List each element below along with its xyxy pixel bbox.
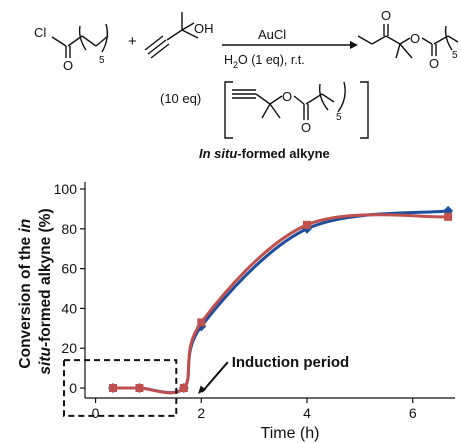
x-tick-label: 6 xyxy=(409,405,417,421)
data-point xyxy=(179,384,188,393)
y-tick-label: 0 xyxy=(69,380,77,396)
intermediate-brackets xyxy=(224,81,369,139)
product-structure xyxy=(357,24,459,59)
equivalents-label: (10 eq) xyxy=(160,91,201,106)
y-tick-label: 40 xyxy=(61,300,77,316)
intermediate-ester-o-atom: O xyxy=(282,89,292,104)
y-tick-label: 100 xyxy=(54,181,78,197)
acid-chloride-structure xyxy=(51,23,109,58)
acid-chloride-cl-atom: Cl xyxy=(34,25,46,40)
alkynol-structure xyxy=(144,12,199,59)
induction-period-label: Induction period xyxy=(232,354,350,371)
intermediate-structure xyxy=(232,81,346,120)
x-tick-label: 2 xyxy=(197,405,205,421)
product-carbonyl-o-atom: O xyxy=(429,56,439,71)
alkynol-oh-group: OH xyxy=(194,21,214,36)
data-point xyxy=(443,205,454,216)
acid-chloride-o-atom: O xyxy=(63,58,73,73)
induction-box xyxy=(63,359,178,417)
data-series-2 xyxy=(109,212,453,395)
y-axis-label-line2: situ-formed alkyne (%) xyxy=(37,208,54,374)
chart-ticks: 0 20 40 60 80 100 0 2 4 6 xyxy=(54,181,417,421)
chart-series xyxy=(108,205,454,395)
product-ester-o-atom: O xyxy=(410,31,420,46)
plus-sign: + xyxy=(128,33,137,50)
chart-axes xyxy=(84,182,455,399)
data-point xyxy=(109,384,118,393)
intermediate-chain-repeat: 5 xyxy=(336,112,342,123)
x-tick-label: 4 xyxy=(303,405,311,421)
induction-arrow xyxy=(198,361,229,395)
intermediate-carbonyl-o-atom: O xyxy=(301,120,311,135)
product-chain-repeat: 5 xyxy=(452,50,458,61)
intermediate-caption: In situ-formed alkyne xyxy=(199,146,330,161)
reaction-arrow xyxy=(222,41,358,49)
y-axis-label: Conversion of the in situ-formed alkyne … xyxy=(17,208,54,374)
y-tick-label: 60 xyxy=(61,261,77,277)
data-point xyxy=(135,384,144,393)
conversion-chart: 0 20 40 60 80 100 0 2 4 6 Induction period Time (… xyxy=(17,181,455,442)
data-point xyxy=(303,220,311,229)
reaction-scheme: Cl O 5 + OH AuCl H2O (1 eq), r.t. O O xyxy=(34,8,459,161)
product-ketone-o-atom: O xyxy=(381,8,391,23)
y-tick-label: 80 xyxy=(61,221,77,237)
catalyst-label: AuCl xyxy=(258,27,286,42)
x-axis-label: Time (h) xyxy=(261,425,320,442)
y-axis-label-line1: Conversion of the in xyxy=(17,219,34,369)
x-tick-label: 0 xyxy=(92,405,100,421)
acid-chloride-chain-repeat: 5 xyxy=(99,55,105,66)
data-point xyxy=(444,212,453,221)
data-point xyxy=(197,318,206,327)
y-tick-label: 20 xyxy=(61,340,77,356)
conditions-label: H2O (1 eq), r.t. xyxy=(224,53,305,70)
